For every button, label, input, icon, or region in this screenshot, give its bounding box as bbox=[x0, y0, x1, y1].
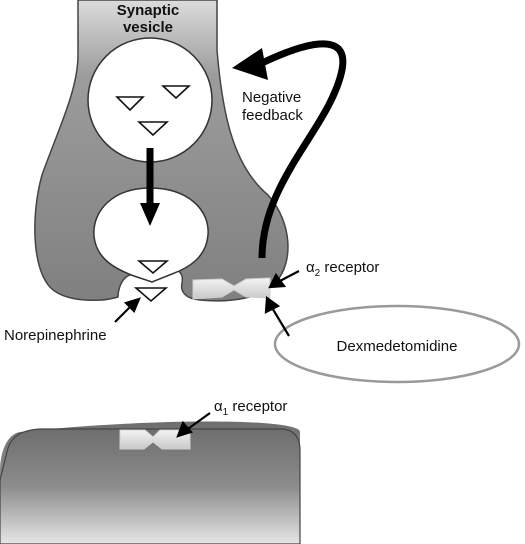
feedback-label-line2: feedback bbox=[242, 107, 303, 124]
dexmedetomidine-ellipse bbox=[273, 304, 521, 384]
fusing-vesicle bbox=[93, 187, 209, 283]
release-arrow bbox=[140, 148, 160, 226]
ne-molecule bbox=[160, 85, 192, 100]
alpha2-receptor bbox=[192, 277, 271, 300]
ne-molecule bbox=[133, 287, 169, 303]
norepinephrine-label: Norepinephrine bbox=[4, 327, 107, 344]
ne-molecule bbox=[115, 96, 145, 112]
norepinephrine-molecules bbox=[115, 85, 192, 303]
dexmedetomidine-label: Dexmedetomidine bbox=[337, 338, 458, 355]
vesicle-label-line2: vesicle bbox=[123, 19, 173, 36]
alpha2-text: receptor bbox=[320, 259, 379, 276]
alpha1-label: α1 receptor bbox=[214, 398, 287, 418]
vesicle-label-line1: Synaptic bbox=[117, 2, 180, 19]
alpha1-receptor bbox=[119, 429, 191, 450]
alpha2-label: α2 receptor bbox=[306, 259, 379, 279]
alpha2-subscript: 2 bbox=[315, 268, 321, 279]
alpha1-text: receptor bbox=[228, 398, 287, 415]
alpha1-subscript: 1 bbox=[223, 407, 229, 418]
alpha1-symbol: α bbox=[214, 398, 223, 415]
synaptic-vesicle bbox=[87, 37, 213, 163]
pointer-arrows bbox=[114, 270, 300, 438]
ne-molecule bbox=[136, 121, 170, 137]
negative-feedback-arrow bbox=[232, 40, 347, 259]
alpha2-symbol: α bbox=[306, 259, 315, 276]
ne-molecule bbox=[136, 260, 170, 275]
feedback-label-line1: Negative bbox=[242, 89, 301, 106]
